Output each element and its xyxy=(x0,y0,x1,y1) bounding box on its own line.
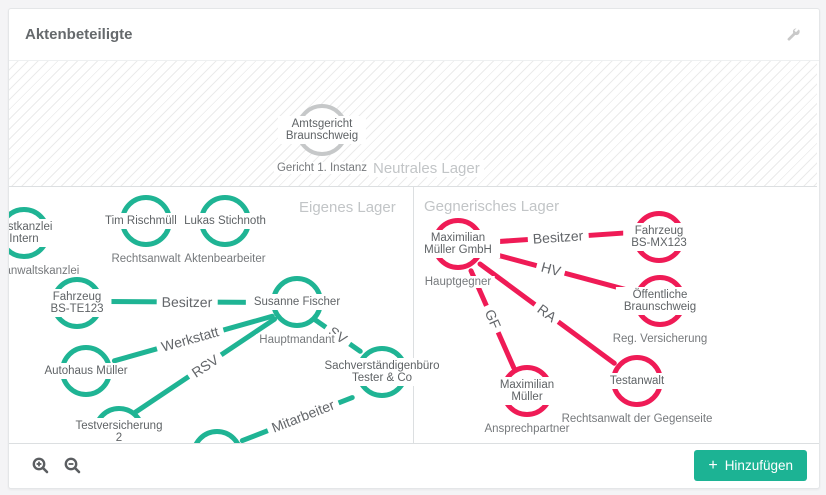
own-zone-label: Eigenes Lager xyxy=(295,199,400,216)
wrench-icon[interactable] xyxy=(784,25,803,44)
zoom-out-icon xyxy=(64,457,81,474)
opposing-zone-label: Gegnerisches Lager xyxy=(420,198,564,215)
node-role-label: Gericht 1. Instanz xyxy=(273,162,371,174)
node-name-label: Susanne Fischer xyxy=(245,294,349,310)
graph-node-lukas-stichnoth[interactable]: Lukas Stichnoth xyxy=(176,195,274,247)
aktenbeteiligte-card: Aktenbeteiligte Neutrales Lager Eigenes … xyxy=(8,8,820,489)
graph-toolbar: + Hinzufügen xyxy=(9,443,819,487)
opposing-zone-panel xyxy=(413,186,817,443)
node-name-label: TestkanzleiIntern xyxy=(9,219,61,247)
graph-edge-label: Besitzer xyxy=(527,226,589,248)
node-name-label: Autohaus Müller xyxy=(36,363,136,379)
graph-edge-label: Besitzer xyxy=(156,293,218,310)
graph-node-weiterer-beteiligter[interactable] xyxy=(191,429,243,443)
graph-node-susanne-fischer[interactable]: Susanne Fischer xyxy=(245,276,349,328)
graph-node-testkanzlei-intern[interactable]: TestkanzleiIntern xyxy=(9,207,61,259)
add-button-label: Hinzufügen xyxy=(724,458,793,473)
zoom-in-button[interactable] xyxy=(28,453,53,478)
node-role-label: Hauptmandant xyxy=(256,334,338,346)
node-role-label: Ansprechpartner xyxy=(481,423,573,435)
node-name-label: Tim Rischmüller xyxy=(97,213,195,229)
wrench-icon-svg xyxy=(787,27,800,41)
graph-edge-label: RSV xyxy=(183,348,226,383)
page-title: Aktenbeteiligte xyxy=(25,26,133,43)
node-role-label: Hauptgegner xyxy=(421,276,495,288)
node-role-label: Aktenbearbeiter xyxy=(181,253,269,265)
add-participant-button[interactable]: + Hinzufügen xyxy=(694,450,807,481)
node-role-label: Reg. Versicherung xyxy=(609,333,711,345)
card-header: Aktenbeteiligte xyxy=(9,9,819,61)
graph-node-autohaus-mueller[interactable]: Autohaus Müller xyxy=(36,345,136,397)
node-name-label: Testanwalt xyxy=(601,373,673,389)
node-role-label: Rechtsanwaltskanzlei xyxy=(9,265,83,277)
node-role-label: Rechtsanwalt xyxy=(108,253,184,265)
neutral-zone-label: Neutrales Lager xyxy=(369,160,484,177)
graph-edge-label: GF xyxy=(479,302,506,336)
zoom-out-button[interactable] xyxy=(60,453,85,478)
participants-graph: Neutrales Lager Eigenes Lager Gegnerisch… xyxy=(9,61,817,443)
graph-edge-label: Mitarbeiter xyxy=(264,394,342,438)
zoom-in-icon xyxy=(32,457,49,474)
graph-node-tim-rischmueller[interactable]: Tim Rischmüller xyxy=(97,195,195,247)
graph-node-testanwalt[interactable]: Testanwalt xyxy=(601,355,673,407)
node-role-label: Rechtsanwalt der Gegenseite xyxy=(558,413,716,425)
node-name-label: Lukas Stichnoth xyxy=(176,213,274,229)
plus-icon: + xyxy=(708,456,718,474)
graph-edge-label: HV xyxy=(534,257,568,281)
